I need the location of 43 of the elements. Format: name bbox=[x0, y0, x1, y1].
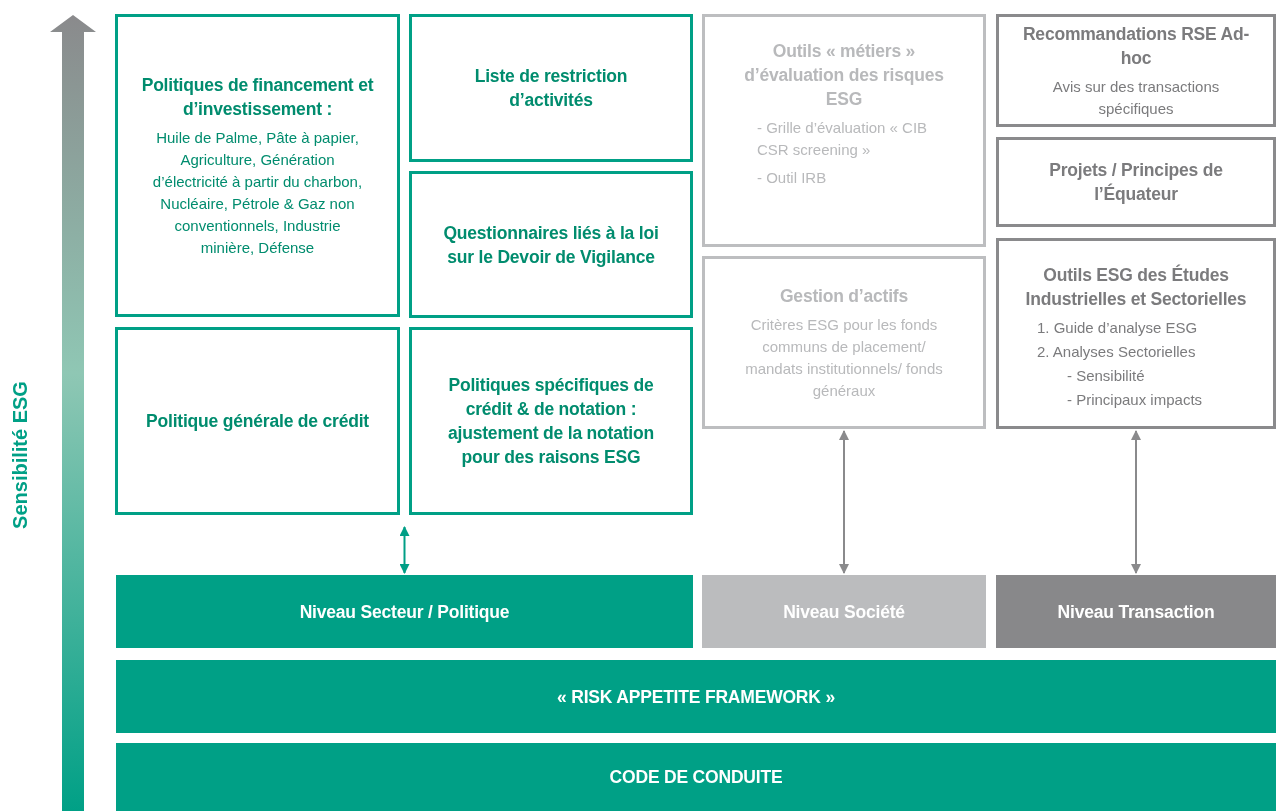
box-heading: Politique générale de crédit bbox=[146, 410, 369, 433]
level-band bbox=[702, 575, 986, 648]
text-box bbox=[409, 14, 693, 162]
list-item: 2. Analyses Sectorielles bbox=[1037, 342, 1196, 362]
text-box bbox=[115, 14, 400, 317]
level-band bbox=[116, 660, 1276, 733]
box-heading: Outils « métiers » d’évaluation des risques ESG bbox=[743, 40, 945, 111]
axis-label: Sensibilité ESG bbox=[8, 381, 32, 529]
level-band bbox=[996, 575, 1276, 648]
box-heading: Niveau Société bbox=[783, 600, 905, 624]
box-heading: Niveau Transaction bbox=[1057, 600, 1215, 624]
text-box bbox=[409, 171, 693, 318]
double-arrow bbox=[1131, 430, 1141, 574]
level-band bbox=[116, 743, 1276, 811]
text-box bbox=[115, 327, 400, 515]
box-heading: Politiques spécifiques de crédit & de notation : ajustement de la notation pour des raisons ESG bbox=[447, 374, 655, 469]
box-heading: Politiques de financement et d’investissement : bbox=[140, 73, 375, 121]
box-heading: Projets / Principes de l’Équateur bbox=[1048, 159, 1224, 206]
box-heading: Niveau Secteur / Politique bbox=[299, 600, 510, 624]
box-heading: Gestion d’actifs bbox=[779, 284, 909, 308]
double-arrow bbox=[399, 526, 410, 574]
box-body-text: Avis sur des transactions spécifiques bbox=[1051, 76, 1221, 119]
list-item: - Grille d’évaluation « CIB CSR screening » bbox=[757, 118, 929, 160]
text-box bbox=[996, 14, 1276, 127]
double-arrow bbox=[839, 430, 849, 574]
box-body-text: Critères ESG pour les fonds communs de placement/ mandats institutionnels/ fonds généraux bbox=[744, 314, 944, 401]
box-heading: Liste de restriction d’activités bbox=[473, 65, 629, 112]
level-band bbox=[116, 575, 693, 648]
box-heading: Questionnaires liés à la loi sur le Devoir de Vigilance bbox=[442, 221, 660, 269]
box-heading: « RISK APPETITE FRAMEWORK » bbox=[557, 685, 835, 709]
box-heading: Recommandations RSE Ad-hoc bbox=[1021, 22, 1251, 70]
text-box bbox=[702, 256, 986, 429]
list-item: - Outil IRB bbox=[757, 168, 827, 188]
text-box bbox=[409, 327, 693, 515]
box-heading: CODE DE CONDUITE bbox=[609, 766, 783, 789]
list-item: - Sensibilité bbox=[1067, 366, 1145, 386]
text-box bbox=[702, 14, 986, 247]
text-box bbox=[996, 238, 1276, 429]
list-item: - Principaux impacts bbox=[1067, 390, 1203, 410]
box-heading: Outils ESG des Études Industrielles et Sectorielles bbox=[1024, 263, 1248, 311]
text-box bbox=[996, 137, 1276, 227]
list-item: 1. Guide d’analyse ESG bbox=[1037, 318, 1198, 338]
box-body-text: Huile de Palme, Pâte à papier, Agriculture, Génération d’électricité à partir du charbon, Nucléaire, Pétrole & Gaz non conventionnels, Industrie minière, Défense bbox=[151, 127, 364, 258]
